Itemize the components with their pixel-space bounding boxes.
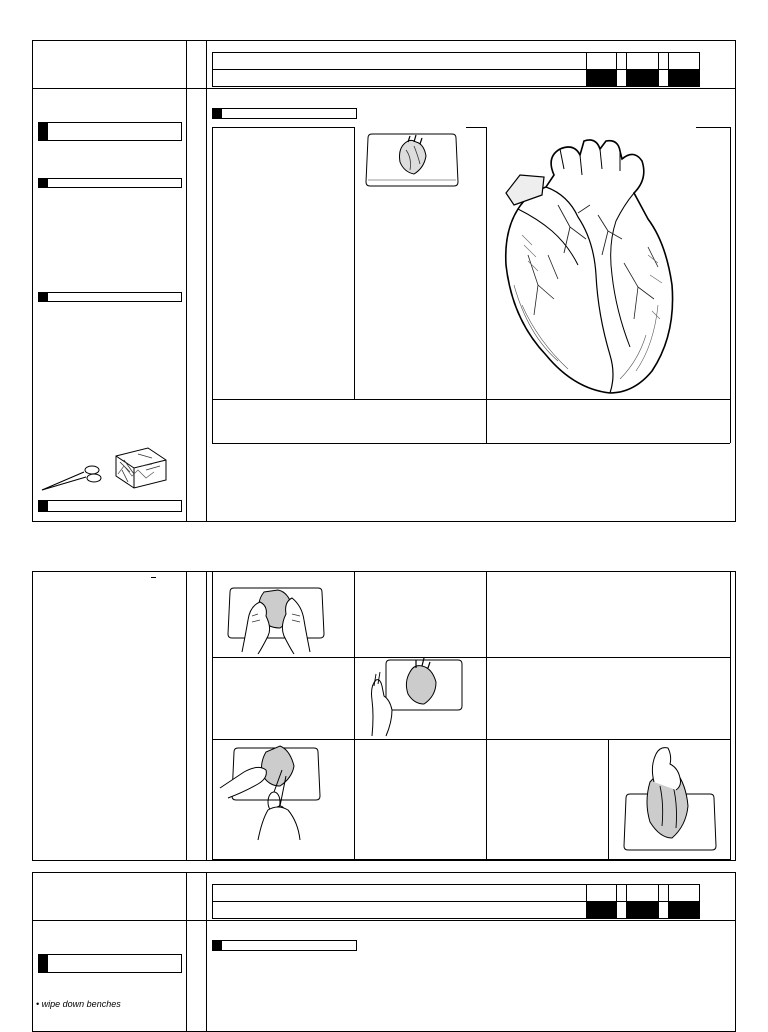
content-grid-top-right [696,127,730,128]
section-1-col-divider-b [206,40,207,522]
section-1-header-divider [32,88,736,89]
section-3-header-col-2 [616,884,617,919]
section-3-sidebar-label-bar [38,954,182,973]
section-1-header-fill-1 [587,70,616,87]
sidebar-label-bar-1 [38,122,182,141]
section-3-header-fill-1 [587,902,616,919]
section-2-frame [32,571,736,861]
section-3-header-divider [32,920,736,921]
hands-cutting-heart-icon [219,745,321,841]
section-1-header-fill-2 [627,70,658,87]
content-grid-mid-row [212,399,730,400]
section-3-sidebar-label-marker [38,954,48,973]
section-2-grid-right-edge [730,571,731,860]
section-1-header-fill-3 [669,70,700,87]
section-3-header-col-5 [668,884,669,919]
hands-holding-heart-icon [227,587,325,655]
content-grid-right-edge [730,127,731,443]
sidebar-note-text: • wipe down benches [36,999,121,1009]
content-grid-divider-2 [486,127,487,443]
sidebar-label-marker-1 [38,122,48,141]
section-2-grid-divider-2 [486,571,487,860]
section-2-grid-bottom [212,859,730,860]
heart-on-tray-icon [365,133,459,187]
hand-opening-heart-icon [623,747,717,851]
section-3-col-divider-b [206,872,207,1032]
content-grid-left-edge [212,127,213,443]
section-1-content-label-bar [212,108,357,119]
content-grid-top-mid [466,127,486,128]
sidebar-label-bar-3 [38,292,182,302]
section-2-grid-row-1 [212,657,730,658]
sidebar-label-bar-2 [38,178,182,188]
section-1-frame [32,40,736,522]
section-2-grid-divider-1 [354,571,355,860]
section-3-header-col-1 [586,884,587,919]
section-3-header-fill-3 [669,902,700,919]
section-2-grid-divider-3 [608,739,609,860]
section-2-tick-mark [151,577,156,578]
content-grid-divider-1 [354,127,355,399]
sidebar-label-marker-3 [38,292,48,302]
sidebar-label-bar-4 [38,500,182,512]
section-1-col-divider-a [186,40,187,522]
section-1-header-col-5 [668,52,669,87]
section-3-content-label-bar [212,940,357,951]
section-2-grid-row-2 [212,739,730,740]
section-2-grid-left-edge [212,571,213,860]
section-3-header-fill-2 [627,902,658,919]
section-3-content-label-marker [212,940,222,951]
content-grid-top-left [212,127,354,128]
sidebar-label-marker-2 [38,178,48,188]
section-1-header-col-2 [616,52,617,87]
sidebar-label-marker-4 [38,500,48,512]
content-grid-bottom-row [212,443,730,444]
section-1-header-col-3 [626,52,627,87]
section-3-col-divider-a [186,872,187,1032]
heart-drawing-icon [504,139,674,394]
section-2-col-divider-b [206,571,207,861]
dissection-tray-icon [115,447,167,489]
section-1-content-label-marker [212,108,222,119]
section-2-col-divider-a [186,571,187,861]
scissors-icon [41,465,102,491]
section-3-header-col-4 [658,884,659,919]
hand-beside-heart-icon [371,657,463,737]
section-1-header-col-4 [658,52,659,87]
section-3-header-col-3 [626,884,627,919]
section-1-header-col-1 [586,52,587,87]
